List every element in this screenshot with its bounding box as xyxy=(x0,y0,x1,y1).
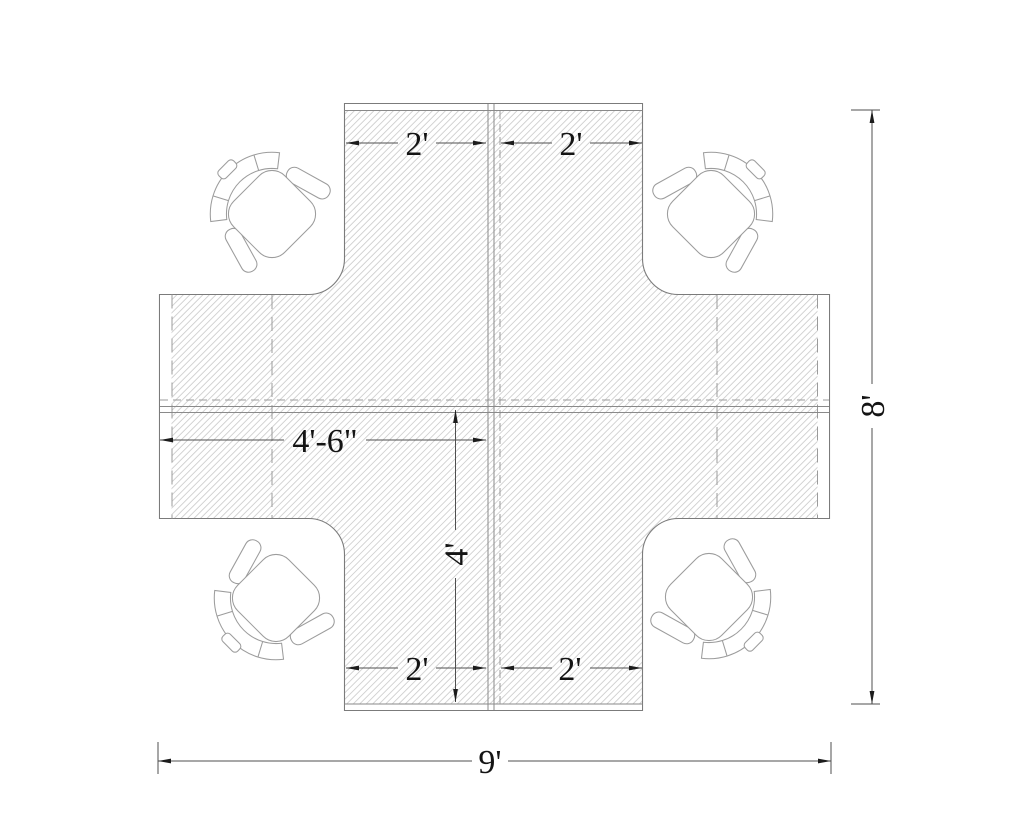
dimension-lower-half-4ft: 4' xyxy=(439,410,476,702)
arrow-right xyxy=(629,140,642,146)
dim-label-bottom-right: 2' xyxy=(558,651,581,688)
arrow-down xyxy=(453,689,458,702)
dimension-top-right-2ft: 2' xyxy=(501,126,642,163)
arrow-up xyxy=(453,410,458,423)
desk-surface xyxy=(158,102,831,712)
arrow-right xyxy=(629,665,642,671)
dim-label-top-right: 2' xyxy=(559,126,582,163)
dim-label-left-half: 4'-6" xyxy=(292,423,357,460)
dim-label-overall-height: 8' xyxy=(855,394,892,417)
chair-bottom-right xyxy=(639,527,802,690)
center-spine-horizontal xyxy=(160,399,829,413)
arrow-left xyxy=(501,665,514,671)
arrow-left xyxy=(346,140,359,146)
dimension-overall-height-8ft: 8' xyxy=(851,109,892,705)
chair-top-right xyxy=(641,121,804,284)
arrow-left xyxy=(160,437,173,443)
dimension-overall-width-9ft: 9' xyxy=(157,742,832,781)
arrow-up xyxy=(869,110,875,123)
arrow-right xyxy=(473,665,486,671)
dimension-top-left-2ft: 2' xyxy=(346,126,486,163)
dimension-left-half-4ft6in: 4'-6" xyxy=(160,423,486,460)
dim-label-lower-half: 4' xyxy=(439,542,476,565)
dimension-bottom-left-2ft: 2' xyxy=(346,651,486,688)
chair-top-left xyxy=(179,121,342,284)
dimension-bottom-right-2ft: 2' xyxy=(501,651,642,688)
dim-label-top-left: 2' xyxy=(405,126,428,163)
arrow-right xyxy=(473,437,486,443)
dim-label-overall-width: 9' xyxy=(478,744,501,781)
arrow-right xyxy=(473,140,486,146)
chair-bottom-left xyxy=(183,528,346,691)
arrow-left xyxy=(501,140,514,146)
arrow-left xyxy=(158,758,171,764)
arrow-right xyxy=(818,758,831,764)
arrow-down xyxy=(869,691,875,704)
dim-label-bottom-left: 2' xyxy=(405,651,428,688)
arrow-left xyxy=(346,665,359,671)
